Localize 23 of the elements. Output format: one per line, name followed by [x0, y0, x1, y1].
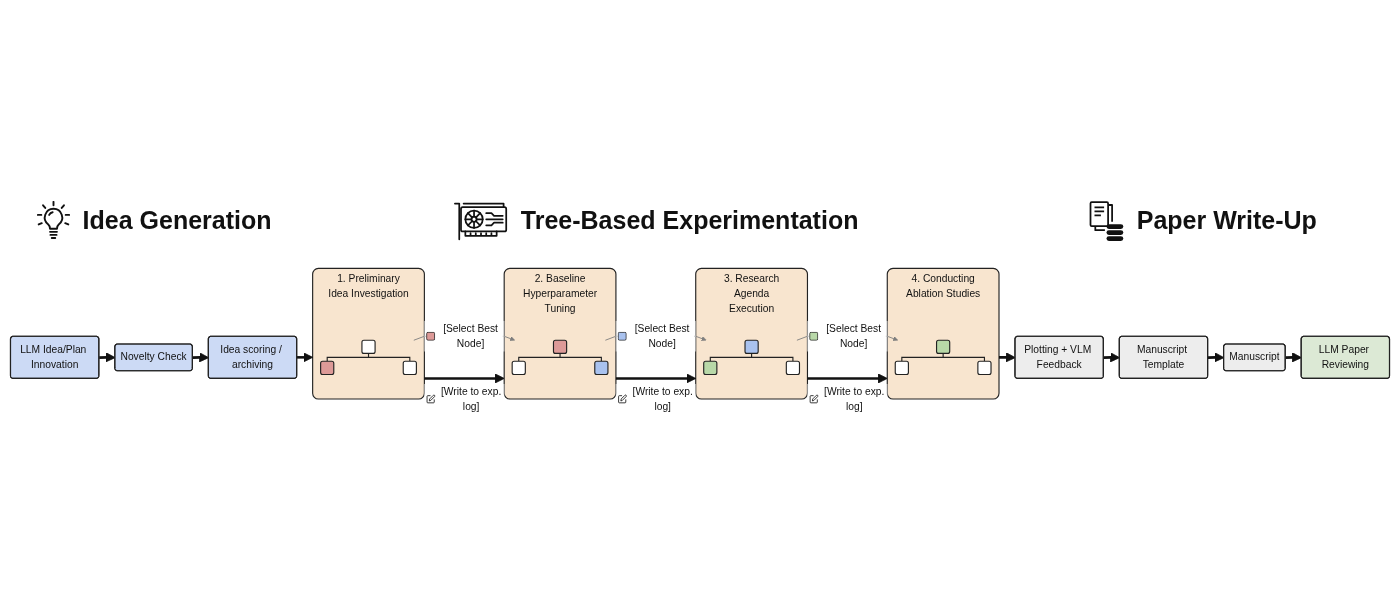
section-heading: Idea Generation	[82, 206, 272, 236]
arrow	[424, 373, 505, 384]
step-box: LLM Paper Reviewing	[1300, 336, 1391, 380]
step-box: Novelty Check	[114, 343, 193, 372]
stage-box: 2. Baseline Hyperparameter Tuning	[503, 268, 617, 400]
arrow	[1285, 352, 1302, 363]
stage-box: 3. Research Agenda Execution	[695, 268, 809, 400]
arrow	[296, 352, 314, 363]
tree-diagram-icon	[320, 340, 417, 376]
step-box: Manuscript	[1223, 343, 1286, 372]
stage-box: 1. Preliminary Idea Investigation	[312, 268, 425, 400]
tree-diagram-icon	[703, 340, 801, 376]
arrow	[615, 373, 697, 384]
arrow	[807, 373, 888, 384]
step-box: Manuscript Template	[1118, 336, 1209, 380]
section-heading: Tree-Based Experimentation	[520, 206, 859, 236]
step-box: Plotting + VLM Feedback	[1014, 336, 1104, 380]
tree-diagram-icon	[511, 340, 609, 376]
section-heading: Paper Write-Up	[1136, 206, 1317, 236]
tree-diagram-icon	[894, 340, 992, 376]
stage-box: 4. Conducting Ablation Studies	[886, 268, 1000, 400]
step-box: LLM Idea/Plan Innovation	[9, 336, 100, 380]
step-box: Idea scoring / archiving	[207, 336, 298, 380]
